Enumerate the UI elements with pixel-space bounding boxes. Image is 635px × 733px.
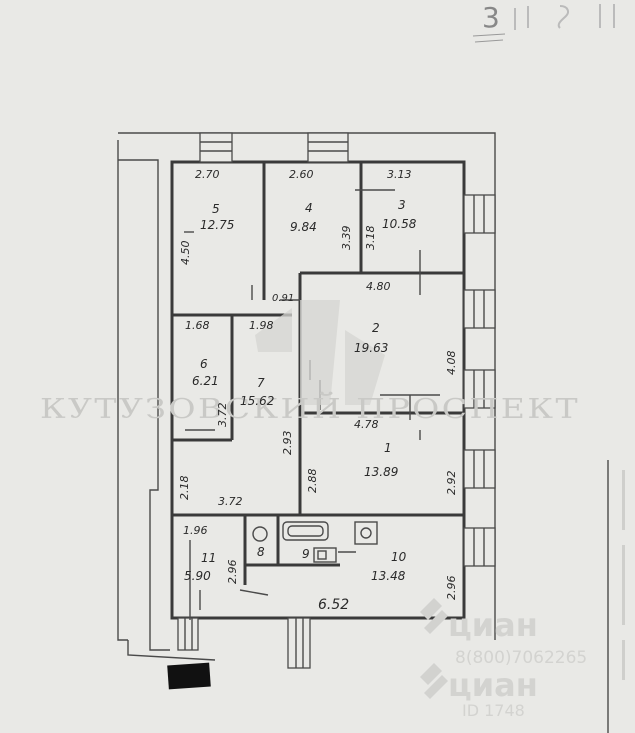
bath-fixture [282, 521, 329, 541]
dim-2-96-right: 2.96 [445, 576, 458, 601]
dim-4-78: 4.78 [354, 418, 379, 431]
dim-4-50: 4.50 [179, 241, 192, 266]
room-6-area: 6.21 [192, 374, 219, 388]
cian-brand-1: циан [448, 606, 538, 644]
dim-0-91: 0.91 [272, 293, 294, 304]
room-11-area: 5.90 [184, 569, 211, 583]
cian-listing-id: ID 1748 [462, 701, 525, 720]
room-2-number: 2 [372, 321, 380, 335]
margin-marks [622, 470, 625, 680]
dim-1-68: 1.68 [185, 319, 210, 332]
room-11-number: 11 [201, 551, 216, 565]
room-2-area: 19.63 [354, 341, 388, 355]
sheet-number: 3 [482, 1, 500, 34]
dim-2-93: 2.93 [281, 431, 294, 456]
sheet-stamp-lines [472, 33, 506, 43]
cian-logo-1 [420, 598, 448, 634]
dim-2-70: 2.70 [195, 168, 220, 181]
cian-phone: 8(800)7062265 [455, 648, 587, 668]
dim-4-08: 4.08 [445, 351, 458, 376]
dim-2-92: 2.92 [445, 471, 458, 496]
room-7-number: 7 [257, 376, 265, 390]
dim-1-96: 1.96 [183, 524, 208, 537]
room-1-area: 13.89 [364, 465, 398, 479]
door-marks [185, 189, 440, 610]
room-labels: 5 12.75 4 9.84 3 10.58 2 19.63 6 6.21 7 … [184, 198, 417, 583]
dim-3-72-horizontal: 3.72 [218, 495, 243, 508]
watermark-street: КУТУЗОВСКИЙ ПРОСПЕКТ [40, 391, 580, 425]
room-4-area: 9.84 [290, 220, 317, 234]
room-9-number: 9 [302, 547, 310, 561]
room-5-number: 5 [212, 202, 220, 216]
toilet-fixture [252, 526, 268, 542]
stove-fixture [354, 521, 378, 545]
dim-6-52: 6.52 [318, 597, 349, 613]
dim-2-60: 2.60 [289, 168, 314, 181]
room-5-area: 12.75 [200, 218, 234, 232]
dim-3-72-vertical: 3.72 [216, 403, 229, 428]
black-mark [167, 662, 211, 690]
dim-3-39: 3.39 [340, 226, 353, 251]
dim-2-96-left: 2.96 [226, 560, 239, 585]
room-3-number: 3 [398, 198, 406, 212]
room-10-number: 10 [391, 550, 407, 564]
dim-3-13: 3.13 [387, 168, 412, 181]
dim-4-80: 4.80 [366, 280, 391, 293]
cian-logo-2 [420, 663, 448, 699]
sink-fixture [313, 547, 356, 563]
room-10-area: 13.48 [371, 569, 406, 583]
dim-2-88: 2.88 [306, 469, 319, 494]
cian-brand-2: циан [448, 666, 538, 704]
watermark-logo [255, 300, 385, 405]
room-4-number: 4 [305, 201, 313, 215]
room-8-number: 8 [257, 545, 265, 559]
dimension-labels: 2.70 2.60 3.13 4.50 3.39 3.18 0.91 4.80 … [178, 168, 458, 613]
scribble-mark [514, 4, 615, 30]
dim-3-18: 3.18 [364, 226, 377, 251]
windows [177, 132, 496, 669]
room-3-area: 10.58 [382, 217, 417, 231]
dim-2-18: 2.18 [178, 476, 191, 501]
room-6-number: 6 [200, 357, 208, 371]
dim-1-98: 1.98 [249, 319, 274, 332]
room-7-area: 15.62 [240, 394, 274, 408]
room-1-number: 1 [384, 441, 392, 455]
